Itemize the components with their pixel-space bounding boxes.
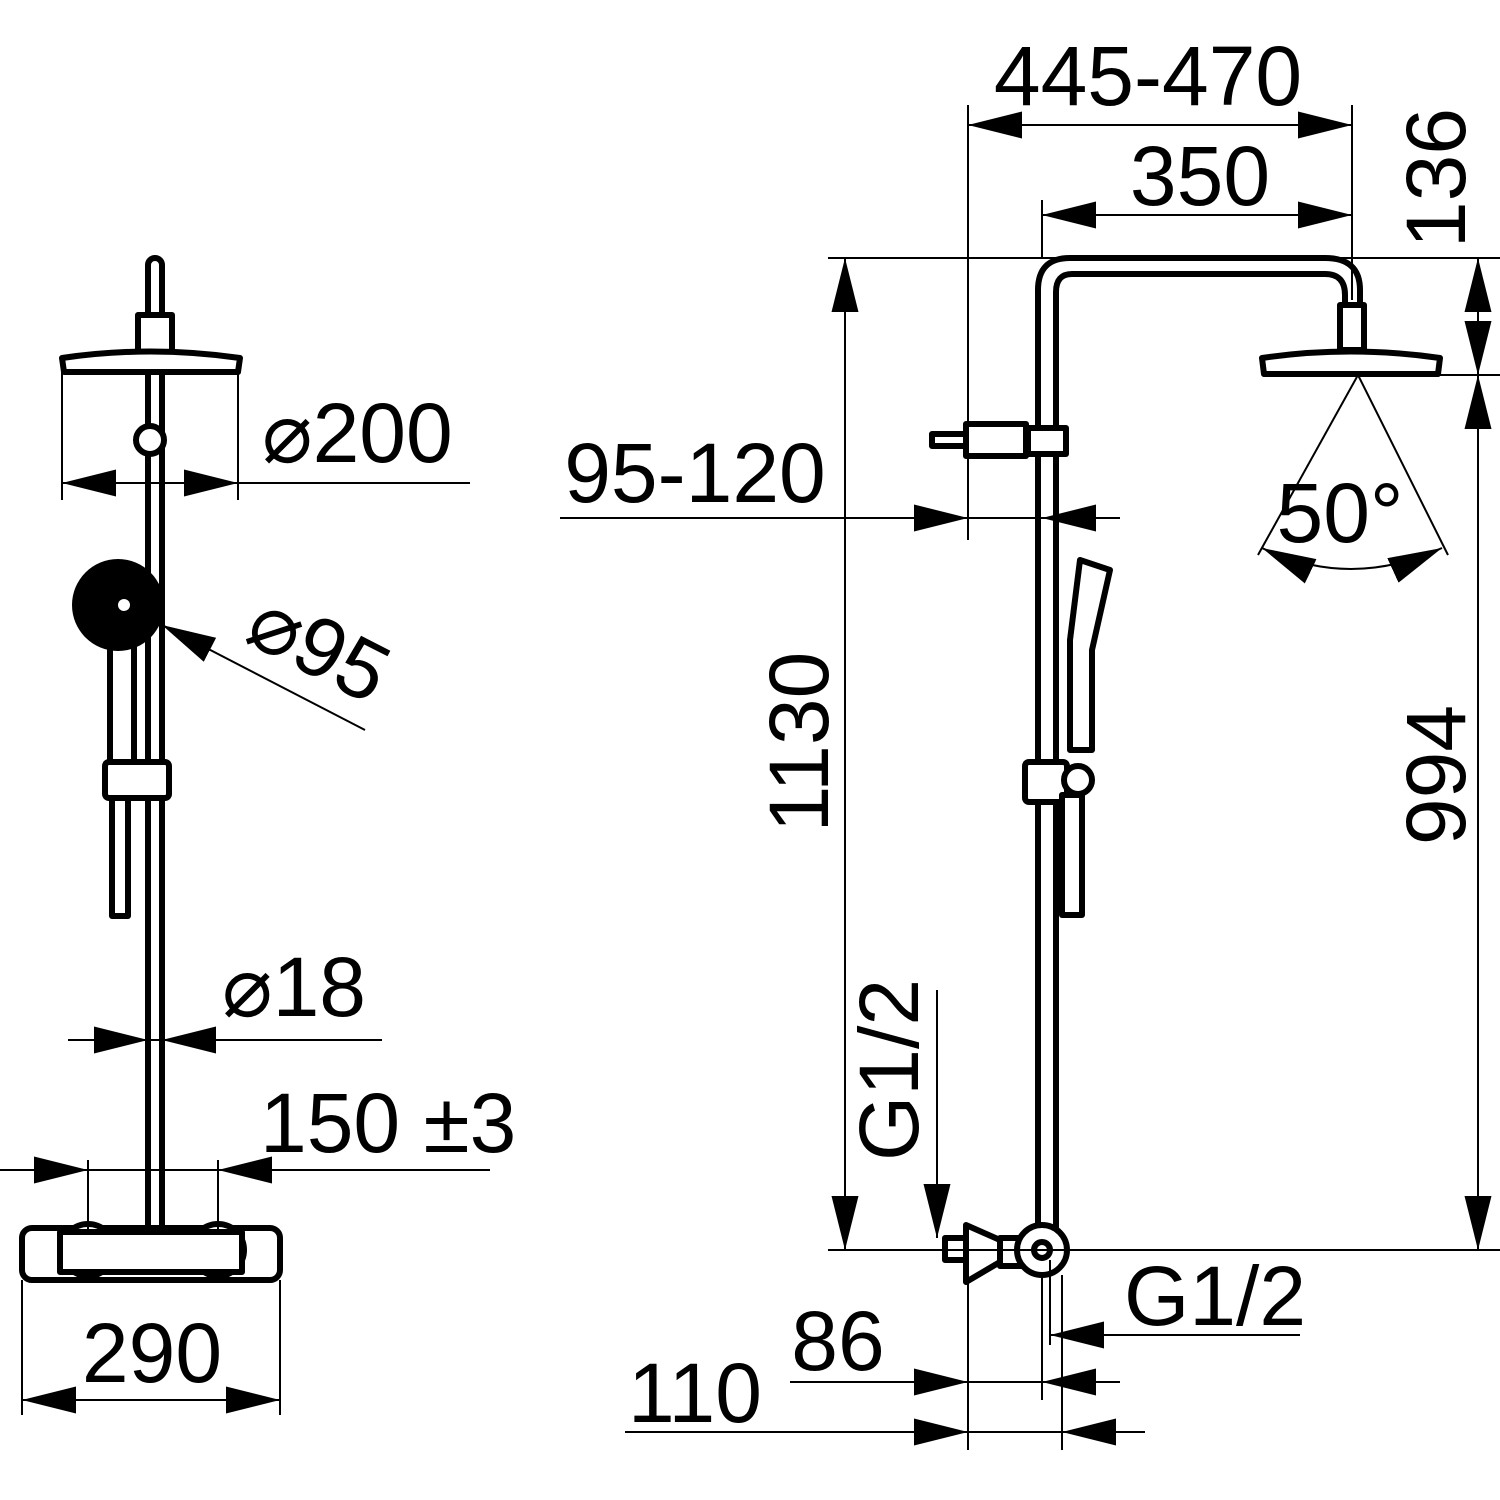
shower-rail-arm — [1035, 255, 1363, 1253]
dim-offset-110: 110 — [628, 1346, 762, 1440]
dim-head-height: 994 — [1389, 705, 1483, 845]
rail-knob — [133, 423, 167, 457]
dim-inlet-spacing: 150 ±3 — [260, 1076, 516, 1170]
dim-inlet-thread-left: G1/2 — [842, 979, 936, 1161]
head-joint — [135, 312, 175, 358]
hand-shower — [1067, 557, 1113, 753]
hand-shower-handle — [107, 637, 137, 768]
shower-head — [59, 348, 243, 375]
dim-inlet-thread-right: G1/2 — [1124, 1249, 1306, 1343]
right-view: 50° 445-470 350 — [560, 29, 1500, 1450]
dim-hand-shower-diameter: ⌀95 — [234, 572, 405, 721]
left-view: ⌀200 ⌀95 ⌀18 150 ±3 290 — [0, 255, 516, 1415]
dim-spray-angle: 50° — [1276, 466, 1403, 560]
dim-rail-diameter: ⌀18 — [222, 940, 366, 1034]
hose — [1059, 792, 1085, 918]
head-joint — [1337, 302, 1367, 353]
dim-arm-length: 350 — [1130, 129, 1270, 223]
dim-head-drop: 136 — [1389, 108, 1483, 248]
shower-head — [1259, 348, 1443, 377]
dim-arm-reach: 445-470 — [994, 29, 1302, 123]
wall-bracket — [963, 421, 1029, 459]
rail-clamp — [1025, 425, 1069, 457]
shower-holder — [102, 759, 172, 801]
dim-mixer-width: 290 — [82, 1306, 222, 1400]
dim-wall-distance: 95-120 — [564, 426, 826, 520]
mixer-body — [57, 1229, 245, 1275]
dim-total-height: 1130 — [752, 652, 846, 833]
holder-knob — [1061, 763, 1095, 797]
dim-offset-86: 86 — [791, 1294, 884, 1388]
dim-head-diameter: ⌀200 — [262, 386, 453, 480]
hand-shower-center — [118, 599, 130, 611]
inlet-escutcheon — [963, 1222, 1003, 1285]
hose — [109, 795, 131, 919]
